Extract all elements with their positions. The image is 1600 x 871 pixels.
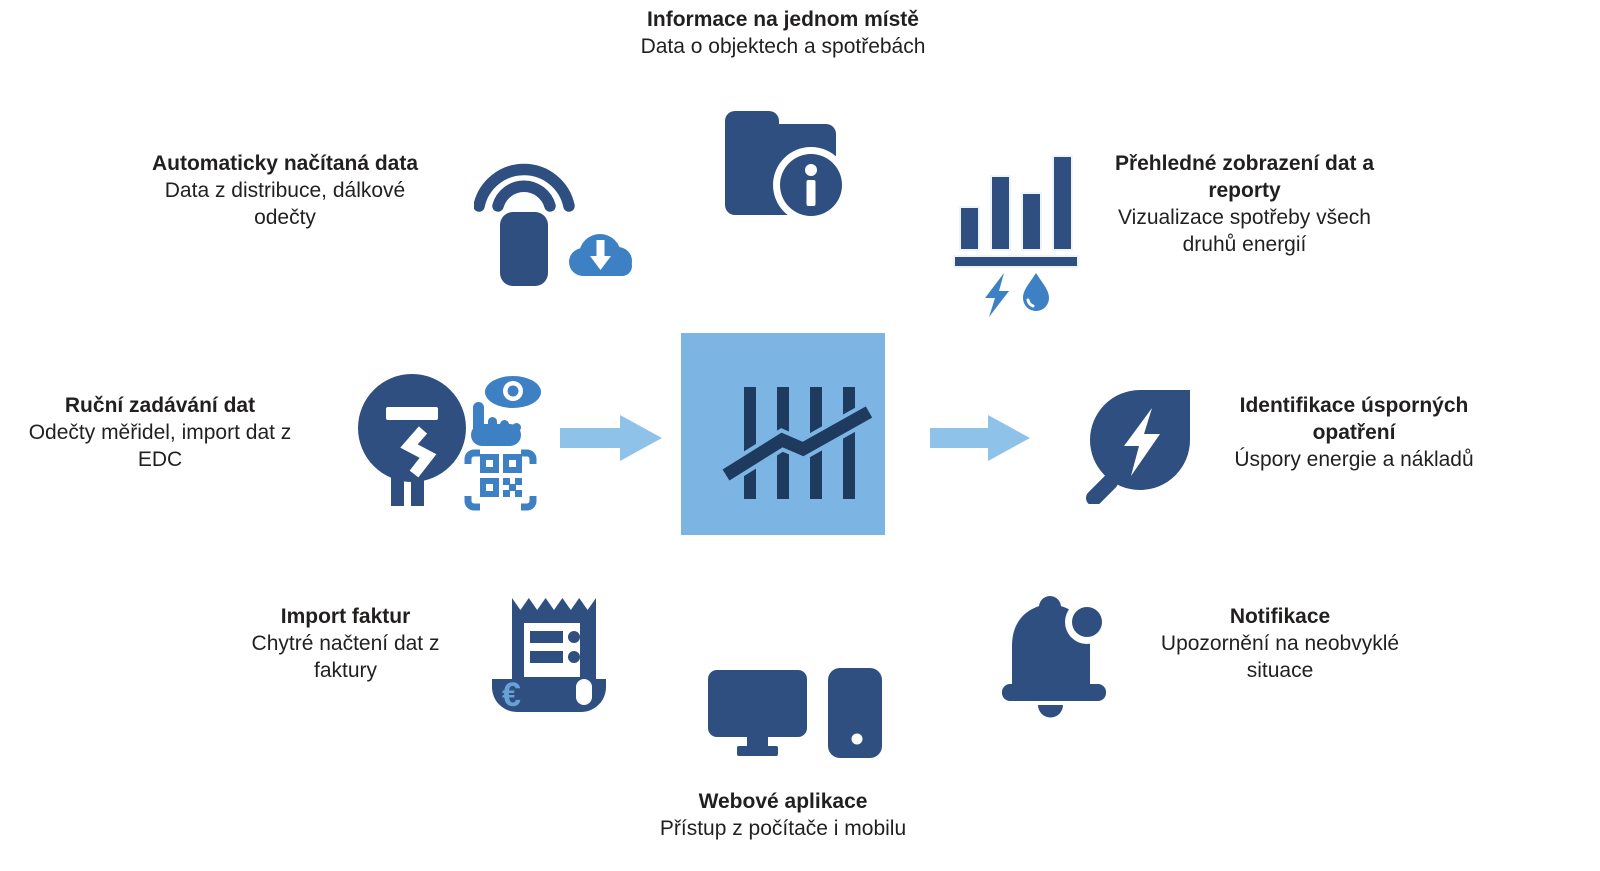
device-wifi-cloud-download-icon (474, 163, 632, 286)
node-right-text: Identifikace úsporných opatření Úspory e… (1214, 392, 1494, 473)
node-bottom-right-title: Notifikace (1229, 605, 1331, 628)
bell-shape (1002, 596, 1109, 718)
chart-bars (953, 155, 1079, 268)
info-circle (773, 147, 849, 223)
node-top-left-title: Automaticky načítaná data (151, 152, 419, 175)
node-bottom-left-text: Import faktur Chytré načtení dat z faktu… (248, 603, 443, 684)
node-bottom-right-text: Notifikace Upozornění na neobvyklé situa… (1145, 603, 1415, 684)
node-top-right-subtitle: Vizualizace spotřeby všech druhů energií (1118, 206, 1371, 256)
node-bottom-text: Webové aplikace Přístup z počítače i mob… (583, 788, 983, 842)
node-left-text: Ruční zadávání dat Odečty měřidel, impor… (20, 392, 300, 473)
receipt-lines (524, 623, 580, 677)
arrow-left-to-center-icon (560, 415, 662, 461)
electricity-meter (358, 374, 466, 506)
node-right-title: Identifikace úsporných opatření (1239, 394, 1469, 444)
desktop-mobile-icon (708, 668, 882, 758)
electricity-meter-manual-entry-icon (358, 374, 541, 511)
bar-chart-energy-water-icon (953, 155, 1079, 317)
node-top-left-subtitle: Data z distribuce, dálkové odečty (164, 179, 406, 229)
node-left-title: Ruční zadávání dat (64, 394, 256, 417)
invoice-receipt-icon: € (492, 598, 606, 714)
folder-info-icon (725, 111, 849, 223)
receipt-curl-gap (576, 679, 592, 705)
arrow-center-to-right-icon (930, 415, 1030, 461)
bell-clapper (1038, 705, 1063, 718)
node-top-text: Informace na jednom místě Data o objekte… (533, 6, 1033, 60)
node-bottom-title: Webové aplikace (698, 790, 868, 813)
qr-code-icon (464, 449, 537, 511)
leaf-stem (1086, 474, 1118, 504)
download-arrow (596, 240, 605, 258)
energy-dashboard-logo (681, 333, 885, 535)
mobile-phone (828, 668, 882, 758)
eye-icon (485, 376, 541, 408)
node-top-title: Informace na jednom místě (647, 8, 919, 31)
node-bottom-left-title: Import faktur (280, 605, 411, 628)
wifi-arcs (474, 163, 575, 212)
leaf-energy-icon (1086, 390, 1190, 504)
cloud-download (569, 234, 632, 276)
pointing-hand-icon (471, 402, 521, 446)
node-bottom-left-subtitle: Chytré načtení dat z faktury (251, 632, 440, 682)
node-bottom-subtitle: Přístup z počítače i mobilu (659, 817, 907, 840)
node-top-left-text: Automaticky načítaná data Data z distrib… (150, 150, 420, 231)
node-top-subtitle: Data o objektech a spotřebách (640, 35, 926, 58)
bell-notification-icon (1002, 596, 1109, 718)
node-top-right-text: Přehledné zobrazení dat a reporty Vizual… (1112, 150, 1377, 258)
node-left-subtitle: Odečty měřidel, import dat z EDC (28, 421, 292, 471)
remote-device (500, 212, 548, 286)
node-right-subtitle: Úspory energie a nákladů (1234, 448, 1474, 471)
node-top-right-title: Přehledné zobrazení dat a reporty (1114, 152, 1375, 202)
desktop-monitor (708, 670, 807, 756)
euro-symbol: € (502, 676, 521, 714)
notification-dot (1072, 607, 1102, 637)
logo-trend-line (722, 406, 873, 481)
lightning-bolt-icon (985, 273, 1009, 317)
node-bottom-right-subtitle: Upozornění na neobvyklé situace (1160, 632, 1400, 682)
water-drop-icon (1023, 273, 1049, 311)
lightning-bolt (1124, 408, 1160, 476)
